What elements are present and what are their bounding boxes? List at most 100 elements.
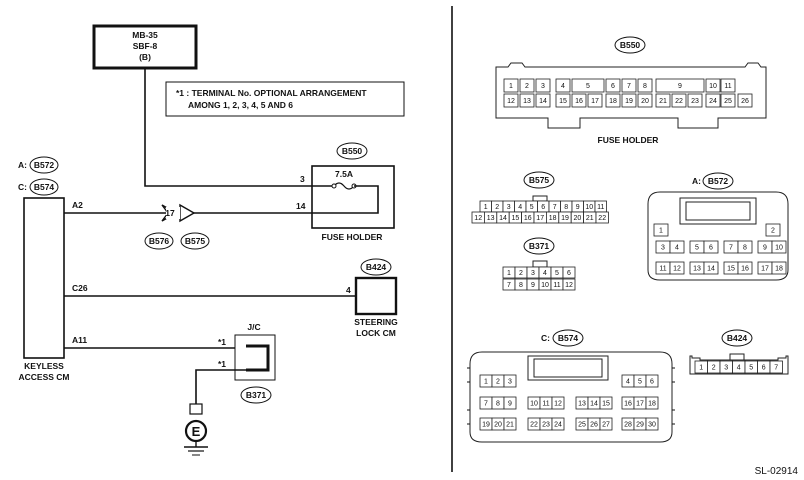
b371-pin: 7 bbox=[507, 282, 511, 289]
b575-pin: 10 bbox=[585, 204, 593, 211]
b574-cell bbox=[599, 396, 613, 410]
keyless-label2: ACCESS CM bbox=[18, 372, 69, 382]
b575-pin: 4 bbox=[518, 204, 522, 211]
b572-pin: 13 bbox=[693, 266, 701, 273]
b550-pin: 18 bbox=[609, 98, 617, 105]
b572-pin: 18 bbox=[775, 266, 783, 273]
b550-pin: 19 bbox=[625, 98, 633, 105]
steering-lock-cm: B424 4 STEERING LOCK CM bbox=[346, 258, 398, 338]
b574-pin: 24 bbox=[554, 422, 562, 429]
b574-cell bbox=[645, 374, 659, 388]
b424-pin: 6 bbox=[762, 365, 766, 372]
b550-pin: 14 bbox=[539, 98, 547, 105]
fuse-label: FUSE HOLDER bbox=[322, 232, 383, 242]
b575-pin: 12 bbox=[474, 215, 482, 222]
b550-pin: 15 bbox=[559, 98, 567, 105]
b574-pin: 6 bbox=[650, 379, 654, 386]
source-line2: SBF-8 bbox=[133, 41, 158, 51]
b574-cell bbox=[599, 417, 613, 431]
b575-pin: 18 bbox=[549, 215, 557, 222]
inline-tag1: B576 bbox=[149, 236, 170, 246]
b575-pin: 2 bbox=[495, 204, 499, 211]
b550-cell bbox=[671, 93, 687, 108]
b550-cell bbox=[737, 93, 753, 108]
b550-cell bbox=[519, 78, 535, 93]
source-line3: (B) bbox=[139, 52, 151, 62]
b572-pin: 3 bbox=[661, 245, 665, 252]
b572-pin: 8 bbox=[743, 245, 747, 252]
b574-pin: 18 bbox=[648, 401, 656, 408]
b574-cell bbox=[503, 374, 517, 388]
b572-cell bbox=[703, 240, 719, 254]
b575-pin: 8 bbox=[564, 204, 568, 211]
wire-label-a2: A2 bbox=[72, 200, 83, 210]
b574-tag: B574 bbox=[558, 333, 579, 343]
b574-cell bbox=[551, 396, 565, 410]
fuse-rating: 7.5A bbox=[335, 169, 353, 179]
b371-pin: 1 bbox=[507, 270, 511, 277]
b572-pin: 17 bbox=[761, 266, 769, 273]
b575-pin: 13 bbox=[487, 215, 495, 222]
b572-cell bbox=[771, 261, 787, 275]
b574-pin: 28 bbox=[624, 422, 632, 429]
b575-pin: 11 bbox=[597, 204, 604, 211]
b574-prefix: C: bbox=[541, 333, 550, 343]
b572-pin: 15 bbox=[727, 266, 735, 273]
b550-cell bbox=[605, 93, 621, 108]
b572-cell bbox=[737, 240, 753, 254]
b574-pin: 17 bbox=[636, 401, 644, 408]
b574-pin: 26 bbox=[590, 422, 598, 429]
b574-pin: 23 bbox=[542, 422, 550, 429]
b574-pin: 5 bbox=[638, 379, 642, 386]
keyless-label1: KEYLESS bbox=[24, 361, 64, 371]
b550-pin: 9 bbox=[678, 83, 682, 90]
b550-cell bbox=[571, 93, 587, 108]
b575-pin: 20 bbox=[574, 215, 582, 222]
b550-pin: 11 bbox=[724, 83, 731, 90]
b575-pin: 16 bbox=[524, 215, 532, 222]
b550-cell bbox=[587, 93, 603, 108]
b575-pin: 21 bbox=[586, 215, 594, 222]
b574-pin: 29 bbox=[636, 422, 644, 429]
b574-pin: 20 bbox=[494, 422, 502, 429]
ground-label: E bbox=[192, 424, 201, 439]
steering-label1: STEERING bbox=[354, 317, 398, 327]
b550-pin: 16 bbox=[575, 98, 583, 105]
b572-cell bbox=[771, 240, 787, 254]
b572-pin: 12 bbox=[673, 266, 681, 273]
b574-pin: 14 bbox=[590, 401, 598, 408]
fuse-holder: B550 3 14 7.5A FUSE HOLDER bbox=[296, 142, 395, 242]
keyless-access-cm: A: B572 C: B574 KEYLESS ACCESS CM bbox=[18, 156, 70, 382]
b550-pin: 22 bbox=[675, 98, 683, 105]
b574-pin: 7 bbox=[484, 401, 488, 408]
inline-connector: 17 B576 B575 bbox=[144, 203, 210, 250]
b572-cell bbox=[669, 240, 685, 254]
b550-pin: 26 bbox=[741, 98, 749, 105]
inline-pin: 17 bbox=[165, 208, 175, 218]
b574-pin: 27 bbox=[602, 422, 610, 429]
b550-pin: 5 bbox=[586, 83, 590, 90]
b574-pin: 25 bbox=[578, 422, 586, 429]
b550-cell bbox=[555, 78, 571, 93]
b550-cell bbox=[687, 93, 703, 108]
b371-pin: 3 bbox=[531, 270, 535, 277]
steering-pin: 4 bbox=[346, 285, 351, 295]
fuse-pin-in: 3 bbox=[300, 174, 305, 184]
b371-pin: 12 bbox=[565, 282, 573, 289]
b424-tag: B424 bbox=[727, 333, 748, 343]
b550-pin: 8 bbox=[643, 83, 647, 90]
b575-pin: 15 bbox=[512, 215, 520, 222]
steering-label2: LOCK CM bbox=[356, 328, 396, 338]
b371-tag: B371 bbox=[529, 241, 550, 251]
footer-code: SL-02914 bbox=[755, 466, 799, 477]
b574-pin: 21 bbox=[506, 422, 514, 429]
b550-pin: 24 bbox=[709, 98, 717, 105]
b550-cell bbox=[720, 78, 736, 93]
b574-pin: 16 bbox=[624, 401, 632, 408]
b371-pin: 2 bbox=[519, 270, 523, 277]
note-box: *1 : TERMINAL No. OPTIONAL ARRANGEMENT A… bbox=[165, 81, 405, 117]
b371-pin: 4 bbox=[543, 270, 547, 277]
